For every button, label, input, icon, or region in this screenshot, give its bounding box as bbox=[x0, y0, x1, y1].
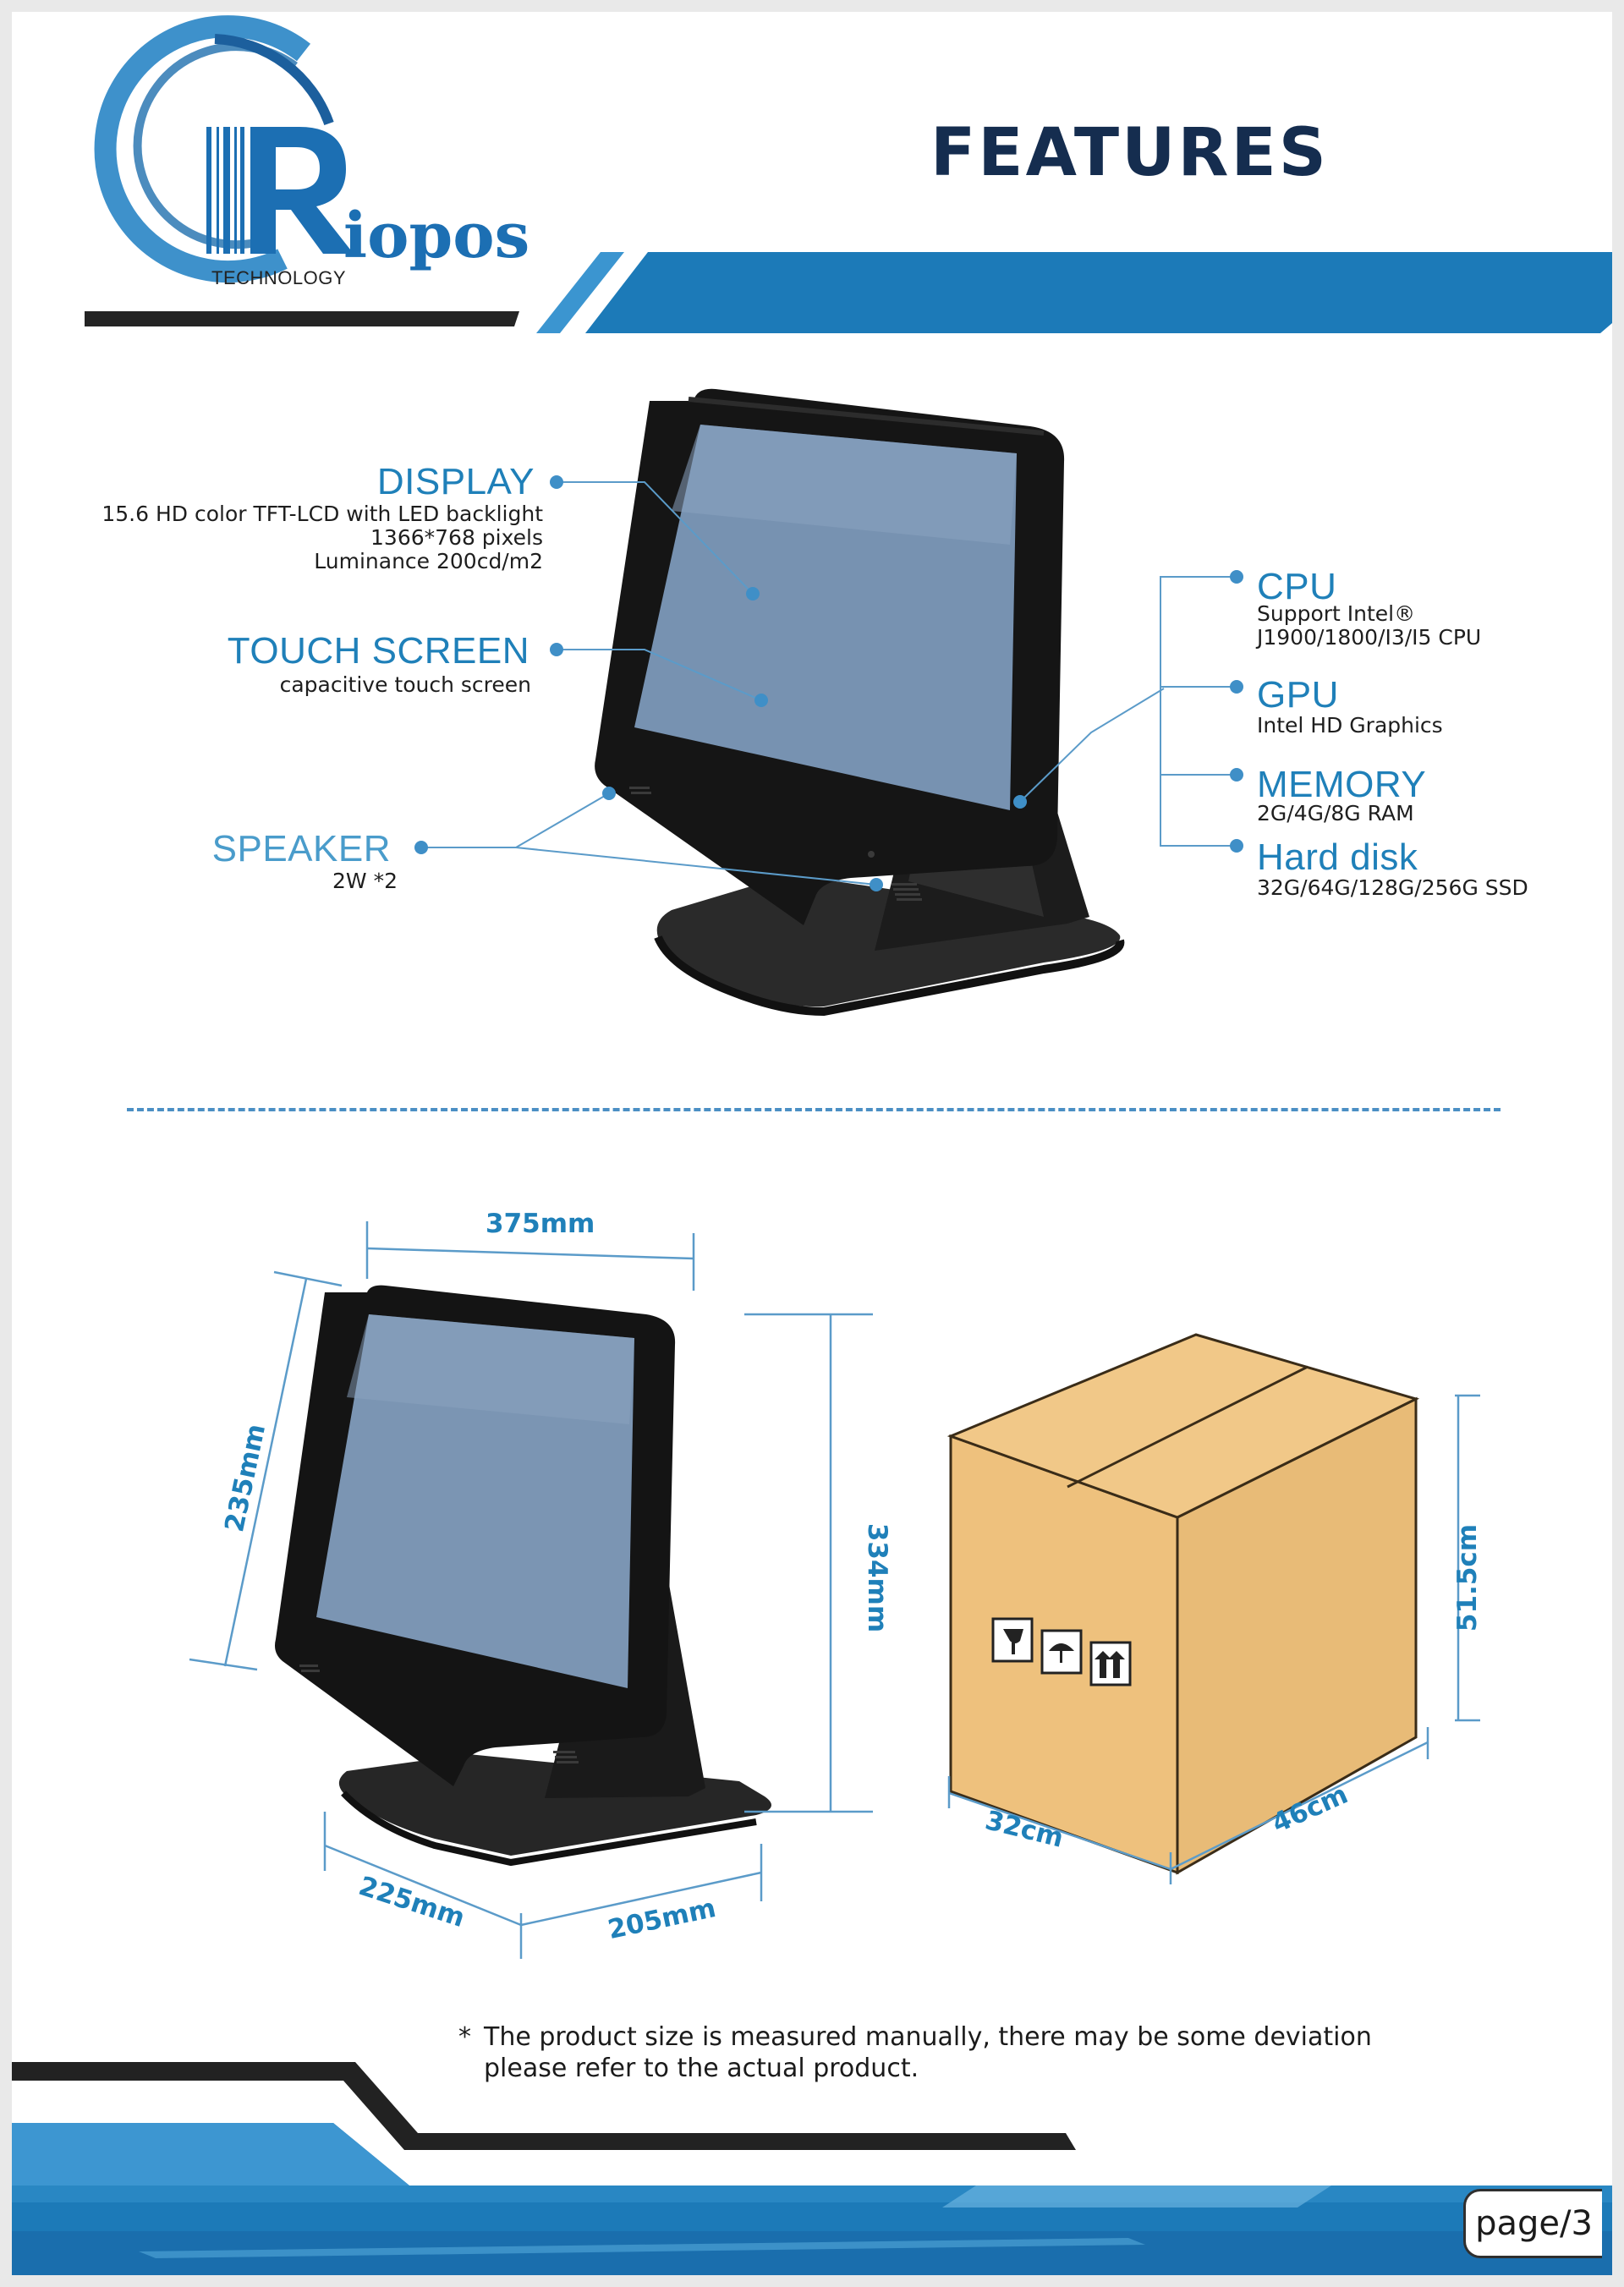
cpu-description: Support Intel® J1900/1800/I3/I5 CPU bbox=[1257, 602, 1481, 650]
display-line: Luminance 200cd/m2 bbox=[314, 549, 543, 573]
touch-screen-heading: TOUCH SCREEN bbox=[227, 630, 529, 672]
speaker-heading: SPEAKER bbox=[211, 828, 391, 869]
harddisk-description: 32G/64G/128G/256G SSD bbox=[1257, 876, 1528, 900]
speaker-line: 2W *2 bbox=[332, 869, 398, 893]
touch-callout-dot bbox=[550, 643, 563, 656]
display-callout-dot bbox=[550, 475, 563, 489]
display-heading: DISPLAY bbox=[376, 461, 535, 502]
memory-description: 2G/4G/8G RAM bbox=[1257, 802, 1414, 825]
logo: iopos TECHNOLOGY bbox=[85, 29, 558, 299]
box-dimension-lines bbox=[947, 1394, 1480, 1884]
memory-callout-dot bbox=[1230, 768, 1243, 782]
note-line: The product size is measured manually, t… bbox=[484, 2022, 1372, 2052]
harddisk-line: 32G/64G/128G/256G SSD bbox=[1257, 875, 1528, 900]
display-description: 15.6 HD color TFT-LCD with LED backlight… bbox=[102, 502, 543, 573]
gpu-line: Intel HD Graphics bbox=[1257, 713, 1443, 738]
feature-callout-lines bbox=[421, 481, 1237, 891]
gpu-description: Intel HD Graphics bbox=[1257, 714, 1443, 738]
logo-text: iopos bbox=[343, 200, 530, 272]
touch-screen-line: capacitive touch screen bbox=[279, 672, 531, 697]
measurement-note: * The product size is measured manually,… bbox=[458, 2021, 1372, 2084]
note-asterisk: * bbox=[458, 2022, 471, 2052]
cpu-line: J1900/1800/I3/I5 CPU bbox=[1257, 625, 1482, 650]
memory-heading: MEMORY bbox=[1257, 764, 1427, 805]
section-divider bbox=[127, 1108, 1501, 1111]
pos-terminal-image bbox=[595, 388, 1125, 1017]
page-number: page/3 bbox=[1463, 2189, 1602, 2258]
gpu-callout-dot bbox=[1230, 680, 1243, 694]
cpu-heading: CPU bbox=[1257, 566, 1337, 607]
note-line: please refer to the actual product. bbox=[484, 2054, 919, 2083]
logo-subtext: TECHNOLOGY bbox=[211, 267, 347, 288]
terminal-dimension-lines bbox=[189, 1221, 873, 1959]
harddisk-callout-dot bbox=[1230, 839, 1243, 853]
gpu-heading: GPU bbox=[1257, 674, 1339, 716]
product-sheet-page: iopos TECHNOLOGY FEATURES bbox=[12, 12, 1612, 2275]
harddisk-heading: Hard disk bbox=[1257, 836, 1418, 878]
width-label: 375mm bbox=[486, 1209, 595, 1239]
cpu-callout-dot bbox=[1230, 570, 1243, 584]
touch-screen-description: capacitive touch screen bbox=[280, 673, 531, 697]
footer-graphics bbox=[12, 2062, 1612, 2275]
page-title: FEATURES bbox=[930, 115, 1329, 191]
box-height-label: 51.5cm bbox=[1452, 1523, 1484, 1632]
shipping-box-image bbox=[946, 1333, 1420, 1875]
speaker-description: 2W *2 bbox=[332, 869, 398, 893]
display-line: 1366*768 pixels bbox=[370, 525, 543, 550]
display-line: 15.6 HD color TFT-LCD with LED backlight bbox=[102, 502, 543, 526]
total-height-label: 334mm bbox=[862, 1522, 893, 1633]
speaker-callout-dot bbox=[414, 841, 428, 854]
cpu-line: Support Intel® bbox=[1257, 601, 1416, 626]
terminal-dimension-image bbox=[275, 1285, 771, 1867]
memory-line: 2G/4G/8G RAM bbox=[1257, 801, 1414, 825]
header-graphics bbox=[85, 15, 1612, 333]
